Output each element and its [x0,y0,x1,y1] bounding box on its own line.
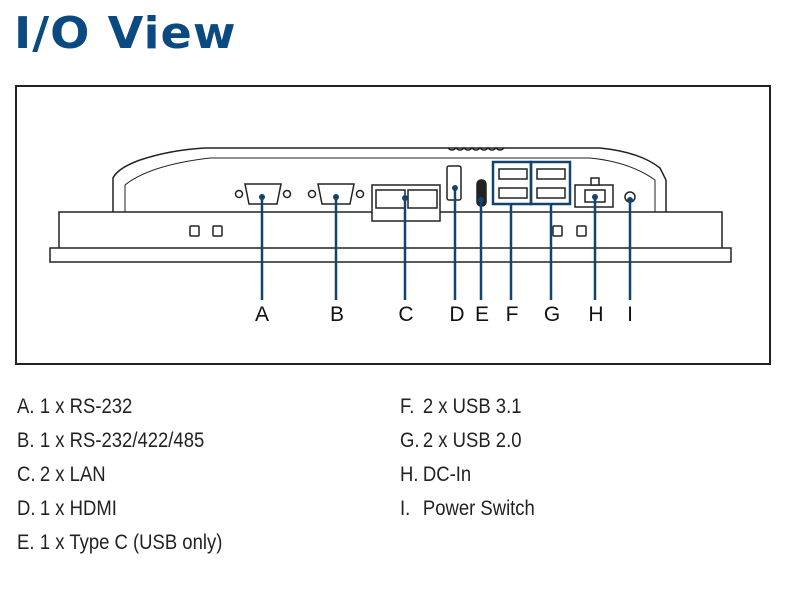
legend-text: 1 x RS-232/422/485 [39,429,205,452]
legend-item: E.1 x Type C (USB only) [17,526,222,560]
callout-g: G [544,303,560,326]
legend-right: F. 2 x USB 3.1 G.2 x USB 2.0 H.DC-In I. Po… [400,390,535,526]
legend-item: G.2 x USB 2.0 [400,424,535,458]
legend-text: 1 x HDMI [39,497,117,520]
legend-text: 2 x LAN [39,463,106,486]
legend-letter: A. [17,395,35,418]
diagram-frame [15,85,771,365]
callout-c: C [398,303,413,326]
callout-e: E [475,303,489,326]
callout-a: A [255,303,269,326]
legend-letter: E. [17,531,35,554]
legend-item: F. 2 x USB 3.1 [400,390,535,424]
legend-item: C.2 x LAN [17,458,222,492]
legend-letter: C. [17,463,36,486]
usb31-ports-f [498,168,528,199]
legend-text: Power Switch [422,497,535,520]
legend-letter: H. [400,463,419,486]
legend-text: 2 x USB 3.1 [422,395,522,418]
legend-left: A.1 x RS-232 B.1 x RS-232/422/485 C.2 x … [17,390,222,560]
callout-h: H [588,303,603,326]
legend-letter: B. [17,429,35,452]
callout-d: D [449,303,464,326]
legend-letter: I. [400,497,411,520]
legend-letter: D. [17,497,36,520]
callout-lines [260,188,632,300]
callout-dots [259,185,633,203]
legend-item: H.DC-In [400,458,535,492]
legend-text: 2 x USB 2.0 [422,429,522,452]
legend-item: A.1 x RS-232 [17,390,222,424]
legend-item: B.1 x RS-232/422/485 [17,424,222,458]
callout-i: I [627,303,633,326]
legend-text: 1 x Type C (USB only) [39,531,223,554]
legend-text: 1 x RS-232 [39,395,133,418]
legend-letter: F. [400,395,415,418]
page-title: I/O View [14,8,237,59]
legend-letter: G. [400,429,420,452]
callout-b: B [330,303,344,326]
legend-text: DC-In [422,463,472,486]
rs232-port-a [234,183,292,205]
legend-item: D.1 x HDMI [17,492,222,526]
usb20-ports-g [536,168,566,199]
legend-item: I. Power Switch [400,492,535,526]
callout-f: F [506,303,519,326]
